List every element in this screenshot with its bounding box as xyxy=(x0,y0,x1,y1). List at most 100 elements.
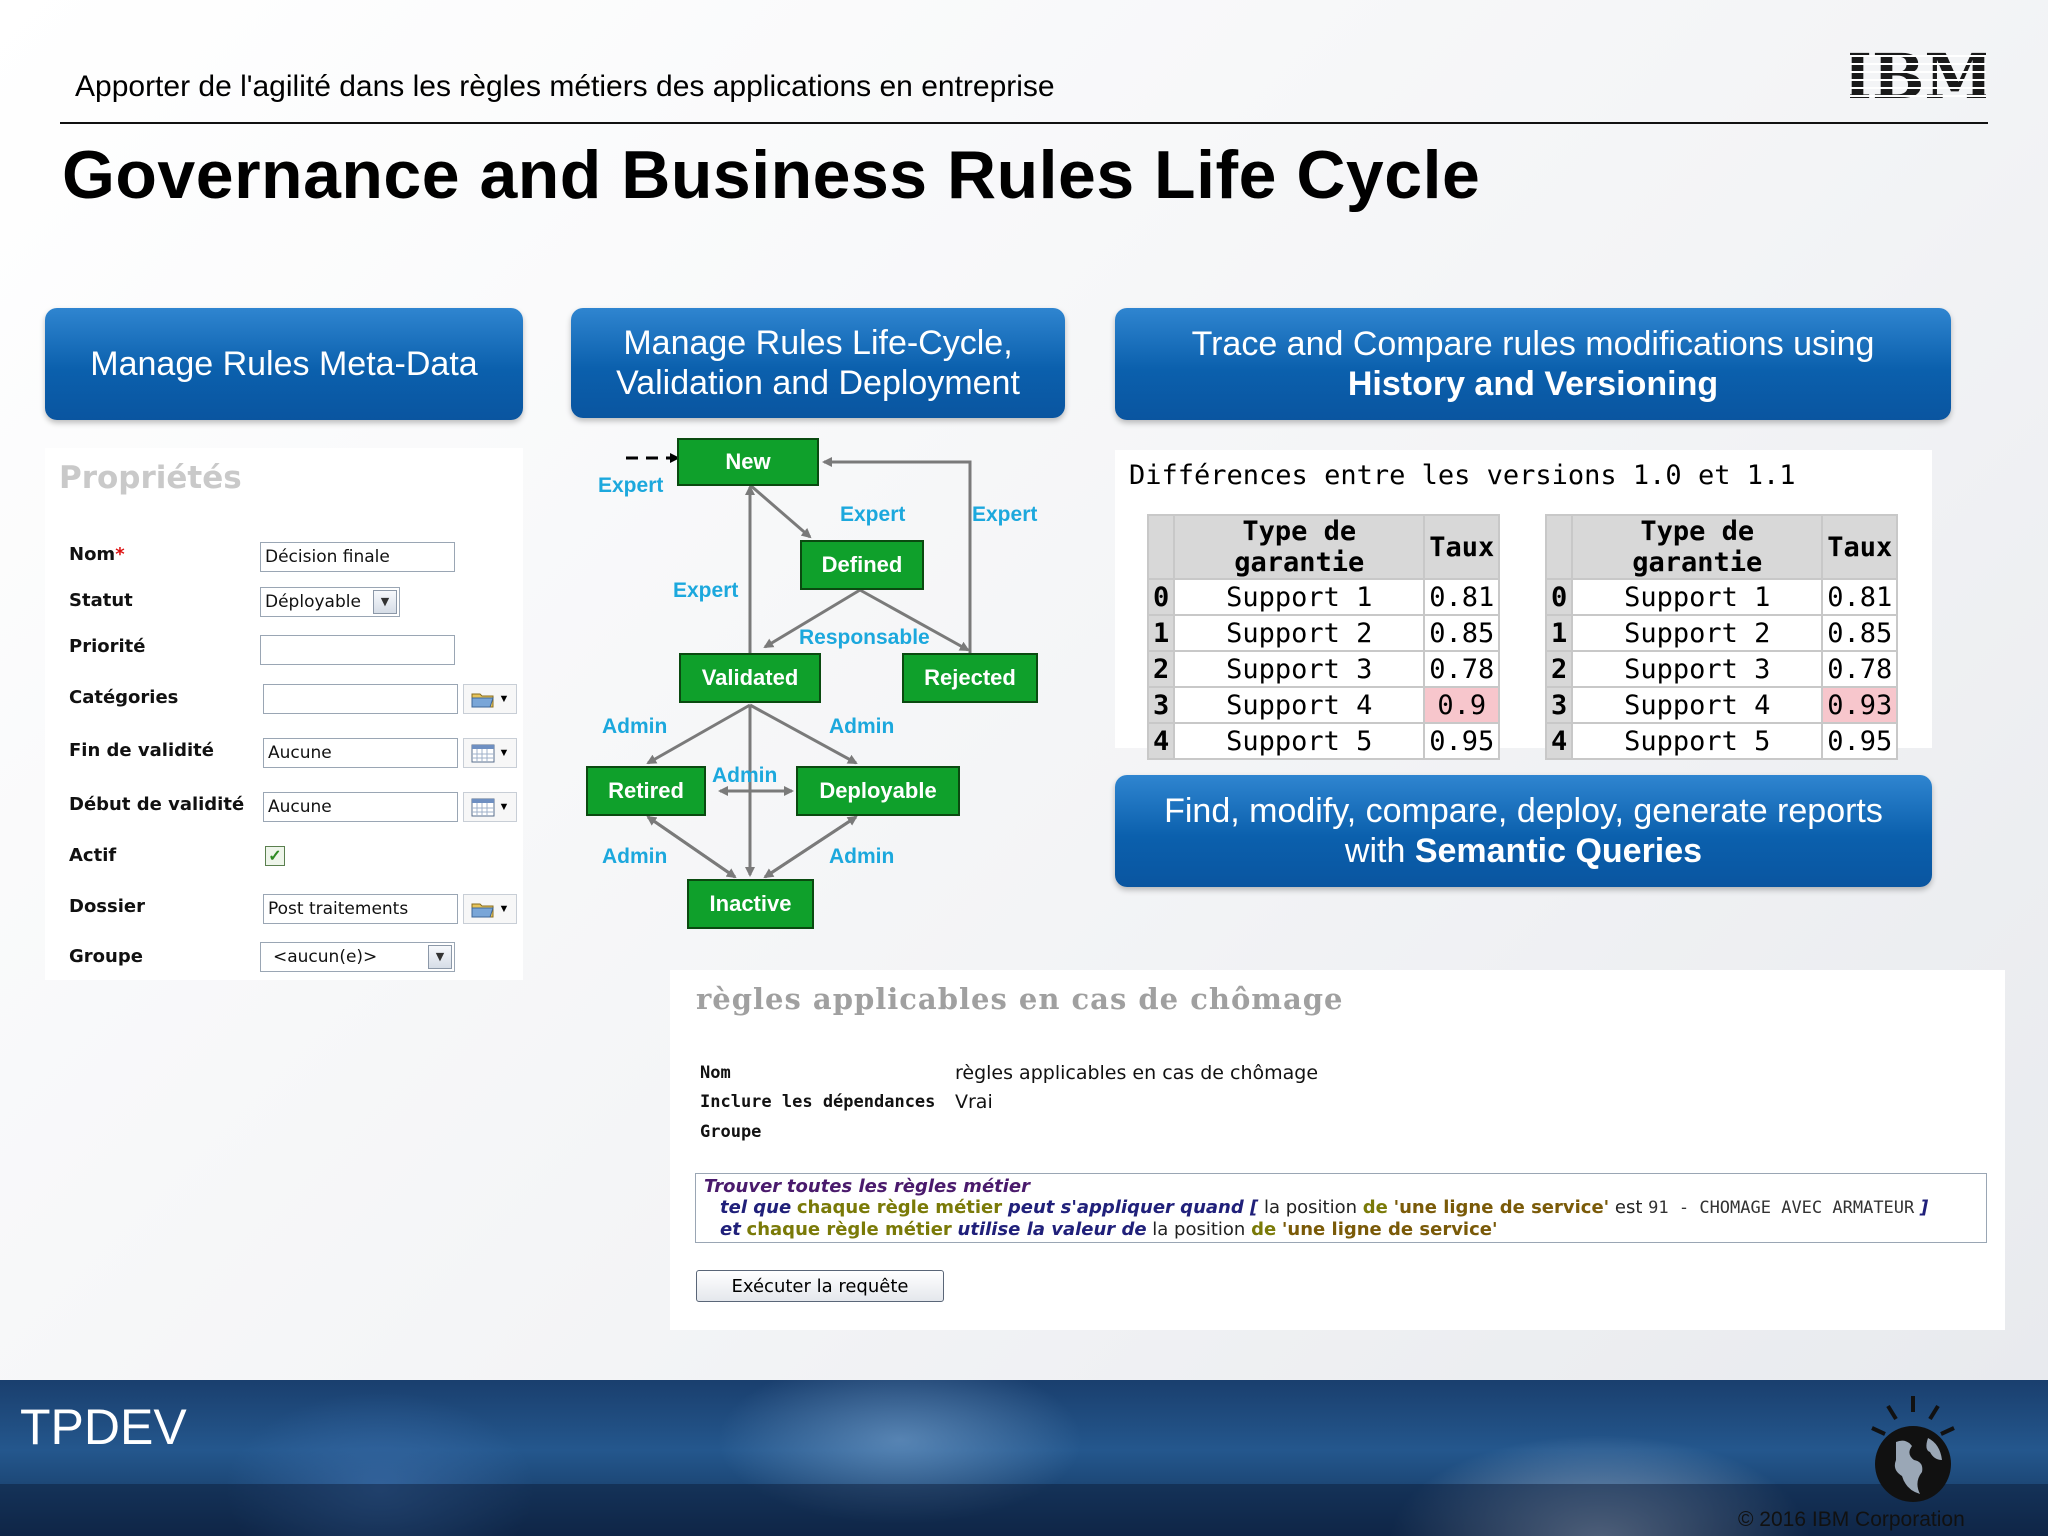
cell-type: Support 3 xyxy=(1175,652,1424,686)
chevron-down-icon[interactable]: ▼ xyxy=(373,590,397,614)
state-inactive: Inactive xyxy=(687,879,814,929)
categories-browse-button[interactable]: ▼ xyxy=(463,684,517,714)
table-header-type: Type de garantie xyxy=(1573,516,1822,578)
row-index: 3 xyxy=(1547,688,1572,722)
properties-panel: Propriétés Nom* Décision finale Statut D… xyxy=(45,448,523,980)
role-admin-deployable: Admin xyxy=(829,715,895,738)
state-retired: Retired xyxy=(586,766,706,816)
categories-label: Catégories xyxy=(69,687,179,708)
footer-banner xyxy=(0,1380,2048,1536)
chevron-down-icon: ▼ xyxy=(498,693,510,705)
query-token: de xyxy=(1362,1197,1388,1218)
debut-validite-calendar-button[interactable]: ▼ xyxy=(463,792,517,822)
dossier-label: Dossier xyxy=(69,896,145,917)
query-token: de xyxy=(1251,1219,1277,1240)
categories-field[interactable] xyxy=(263,684,458,714)
history-box-line2: History and Versioning xyxy=(1347,365,1719,403)
cell-rate-changed: 0.9 xyxy=(1425,688,1499,722)
row-index: 2 xyxy=(1149,652,1174,686)
query-token: et xyxy=(720,1219,741,1240)
cell-rate-changed: 0.93 xyxy=(1823,688,1897,722)
query-token: 'une ligne de service' xyxy=(1281,1219,1498,1240)
versions-panel: Différences entre les versions 1.0 et 1.… xyxy=(1115,450,1932,760)
footer-brand: TPDEV xyxy=(20,1399,187,1455)
query-token: ] xyxy=(1920,1197,1929,1218)
fin-validite-label: Fin de validité xyxy=(69,740,214,761)
role-expert-new-defined: Expert xyxy=(840,503,906,526)
state-inactive-label: Inactive xyxy=(709,891,792,916)
groupe-value: <aucun(e)> xyxy=(273,947,378,967)
state-defined-label: Defined xyxy=(821,552,903,577)
ibm-logo: IBM xyxy=(1850,46,1986,104)
state-validated-label: Validated xyxy=(701,665,799,690)
table-header-rate: Taux xyxy=(1425,516,1499,578)
priorite-label: Priorité xyxy=(69,636,146,657)
priorite-field[interactable] xyxy=(260,635,455,665)
actif-checkbox[interactable]: ✓ xyxy=(265,846,285,866)
cell-rate: 0.78 xyxy=(1425,652,1499,686)
statut-value: Déployable xyxy=(265,592,361,612)
cell-type: Support 5 xyxy=(1175,724,1424,758)
query-token: peut s'appliquer quand [ xyxy=(1007,1197,1259,1218)
folder-icon xyxy=(471,903,494,918)
semantic-box-line1: Find, modify, compare, deploy, generate … xyxy=(1164,792,1883,830)
metadata-box-text: Manage Rules Meta-Data xyxy=(90,345,478,383)
cell-rate: 0.95 xyxy=(1425,724,1499,758)
role-expert-validated: Expert xyxy=(673,579,739,602)
state-deployable-label: Deployable xyxy=(819,778,937,803)
statut-select[interactable]: Déployable ▼ xyxy=(260,587,400,617)
slide-subtitle: Apporter de l'agilité dans les règles mé… xyxy=(75,70,1055,103)
debut-validite-field[interactable]: Aucune xyxy=(263,792,458,822)
role-admin-inactive-left: Admin xyxy=(602,845,668,868)
cell-type: Support 2 xyxy=(1175,616,1424,650)
lifecycle-arrows xyxy=(626,453,972,879)
dossier-browse-button[interactable]: ▼ xyxy=(463,894,517,924)
query-panel: règles applicables en cas de chômage Nom… xyxy=(670,970,2005,1330)
role-admin-inactive-right: Admin xyxy=(829,845,895,868)
query-token: utilise la valeur de xyxy=(957,1219,1147,1240)
row-index: 4 xyxy=(1547,724,1572,758)
query-token: chaque règle métier xyxy=(796,1197,1003,1218)
query-token: la position xyxy=(1152,1219,1246,1240)
dossier-field[interactable]: Post traitements xyxy=(263,894,458,924)
state-defined: Defined xyxy=(800,540,924,590)
actif-label: Actif xyxy=(69,845,117,866)
history-box-line1: Trace and Compare rules modifications us… xyxy=(1191,325,1875,363)
cell-type: Support 5 xyxy=(1573,724,1822,758)
footer-strip xyxy=(0,1484,2048,1536)
fin-validite-field[interactable]: Aucune xyxy=(263,738,458,768)
query-groupe-label: Groupe xyxy=(700,1122,762,1142)
query-title: règles applicables en cas de chômage xyxy=(696,982,1344,1016)
required-asterisk: * xyxy=(115,544,125,565)
globe-icon xyxy=(1871,1396,1955,1502)
role-expert-entry: Expert xyxy=(598,474,664,497)
lifecycle-box-line1: Manage Rules Life-Cycle, xyxy=(623,324,1013,362)
groupe-select[interactable]: <aucun(e)> ▼ xyxy=(260,942,455,972)
fin-validite-calendar-button[interactable]: ▼ xyxy=(463,738,517,768)
row-index: 0 xyxy=(1547,580,1572,614)
role-admin-center: Admin xyxy=(712,764,778,787)
slide-title: Governance and Business Rules Life Cycle xyxy=(62,137,1481,213)
query-token: 'une ligne de service' xyxy=(1393,1197,1610,1218)
table-header-corner xyxy=(1149,516,1174,578)
query-nom-value: règles applicables en cas de chômage xyxy=(955,1062,1319,1084)
state-deployable: Deployable xyxy=(796,766,960,816)
statut-label: Statut xyxy=(69,590,133,611)
state-rejected: Rejected xyxy=(902,653,1038,703)
query-token: Trouver xyxy=(704,1176,782,1197)
query-editor[interactable]: Trouver toutes les règles métier tel que… xyxy=(695,1173,1987,1243)
run-query-button[interactable]: Exécuter la requête xyxy=(696,1270,944,1302)
query-token: tel que xyxy=(720,1197,792,1218)
nom-field[interactable]: Décision finale xyxy=(260,542,455,572)
cell-type: Support 4 xyxy=(1175,688,1424,722)
debut-validite-label: Début de validité xyxy=(69,794,245,815)
chevron-down-icon[interactable]: ▼ xyxy=(428,945,452,969)
chevron-down-icon: ▼ xyxy=(498,903,510,915)
row-index: 0 xyxy=(1149,580,1174,614)
